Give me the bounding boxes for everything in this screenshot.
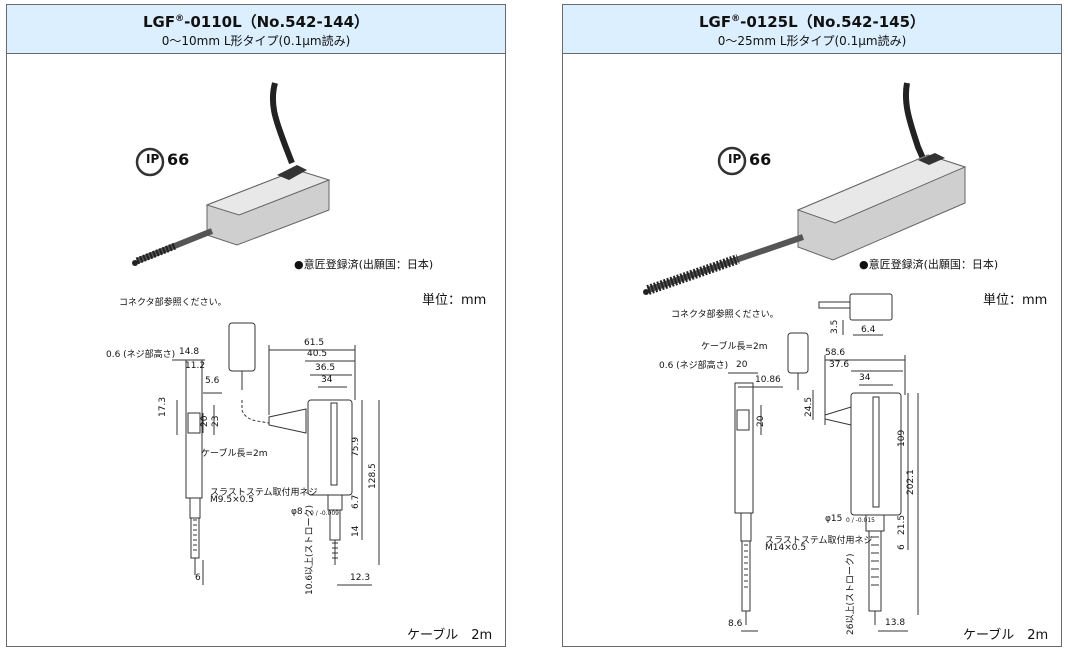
dim-11-2: 11.2 [185, 361, 206, 371]
callout-phi-tol: 0 / -0.009 [310, 510, 339, 517]
dim-20-top: 20 [736, 360, 748, 370]
dim-6: 6 [897, 544, 907, 550]
callout-phi-tol: 0 / -0.015 [846, 517, 875, 524]
dim-34: 34 [321, 375, 333, 385]
callout-stem-screw: スラストステム取付用ネジ [210, 488, 318, 498]
dim-17-3: 17.3 [158, 396, 168, 417]
callout-connector: コネクタ部参照ください。 [671, 310, 779, 320]
callout-cable-length: ケーブル長=2m [701, 342, 768, 352]
dim-5-6: 5.6 [205, 376, 220, 386]
panel-title: LGF®-0110L（No.542-144） [142, 13, 370, 31]
callout-stroke: 10.6以上(ストローク) [305, 504, 315, 595]
dim-128-5: 128.5 [368, 463, 378, 489]
dim-10-86: 10.86 [755, 375, 781, 385]
ip-rating: 66 [167, 150, 190, 169]
callout-phi: φ15 [825, 514, 843, 524]
ip-badge-icon [135, 147, 165, 177]
callout-cable-length: ケーブル長=2m [201, 449, 268, 459]
dim-23: 23 [211, 415, 221, 427]
callout-thread-height: 0.6 (ネジ部高さ) [106, 350, 176, 360]
dim-14-8: 14.8 [179, 347, 200, 357]
panel-title: LGF®-0125L（No.542-145） [698, 13, 926, 31]
ip-letters: IP [728, 152, 742, 166]
dim-37-6: 37.6 [829, 360, 850, 370]
dim-12-3: 12.3 [350, 573, 371, 583]
ip-rating: 66 [749, 150, 772, 169]
product-panel-542-145: LGF®-0125L（No.542-145） 0〜25mm L形タイプ(0.1μ… [562, 4, 1062, 647]
dim-34: 34 [859, 373, 871, 383]
panel-header: LGF®-0110L（No.542-144） 0〜10mm L形タイプ(0.1μ… [7, 5, 505, 54]
dim-20-side: 20 [756, 415, 766, 427]
panel-subtitle: 0〜25mm L形タイプ(0.1μm読み) [717, 34, 907, 48]
unit-label: 単位：mm [422, 293, 487, 308]
dim-13-8: 13.8 [885, 618, 906, 628]
dim-24-5: 24.5 [804, 396, 814, 417]
dim-75-9: 75.9 [351, 436, 361, 457]
dim-21-5: 21.5 [897, 514, 907, 535]
callout-phi: φ8 [291, 507, 303, 517]
callout-thread-height: 0.6 (ネジ部高さ) [659, 361, 729, 371]
product-panel-542-144: LGF®-0110L（No.542-144） 0〜10mm L形タイプ(0.1μ… [6, 4, 506, 647]
callout-stem-screw: スラストステム取付用ネジ [765, 536, 873, 546]
panel-subtitle: 0〜10mm L形タイプ(0.1μm読み) [161, 34, 351, 48]
dim-3-5: 3.5 [830, 319, 840, 334]
design-note: ●意匠登録済(出願国：日本) [859, 258, 999, 271]
ip-letters: IP [146, 152, 160, 166]
dim-36-5: 36.5 [315, 363, 336, 373]
unit-label: 単位：mm [983, 293, 1048, 308]
callout-connector: コネクタ部参照ください。 [119, 298, 227, 308]
dim-6: 6 [195, 573, 201, 583]
product-illustration-542-145 [643, 82, 967, 632]
dim-14: 14 [351, 525, 361, 537]
callout-stem-screw-size: M9.5×0.5 [210, 495, 254, 505]
product-illustration-542-144 [132, 82, 380, 586]
dim-40-5: 40.5 [307, 349, 328, 359]
dim-8-6: 8.6 [728, 619, 743, 629]
dim-109: 109 [897, 429, 907, 447]
dim-58-6: 58.6 [825, 348, 846, 358]
dim-202-1: 202.1 [906, 469, 916, 495]
dim-20: 20 [200, 415, 210, 427]
panel-header: LGF®-0125L（No.542-145） 0〜25mm L形タイプ(0.1μ… [563, 5, 1061, 54]
design-note: ●意匠登録済(出願国：日本) [294, 258, 434, 271]
ip-badge-icon [717, 146, 747, 176]
dim-61-5: 61.5 [304, 338, 325, 348]
cable-label: ケーブル 2m [963, 628, 1049, 643]
dim-6-7: 6.7 [351, 494, 361, 509]
callout-stem-screw-size: M14×0.5 [765, 543, 807, 553]
callout-stroke: 26以上(ストローク) [846, 553, 856, 635]
dim-6-4: 6.4 [861, 325, 876, 335]
cable-label: ケーブル 2m [407, 628, 493, 643]
